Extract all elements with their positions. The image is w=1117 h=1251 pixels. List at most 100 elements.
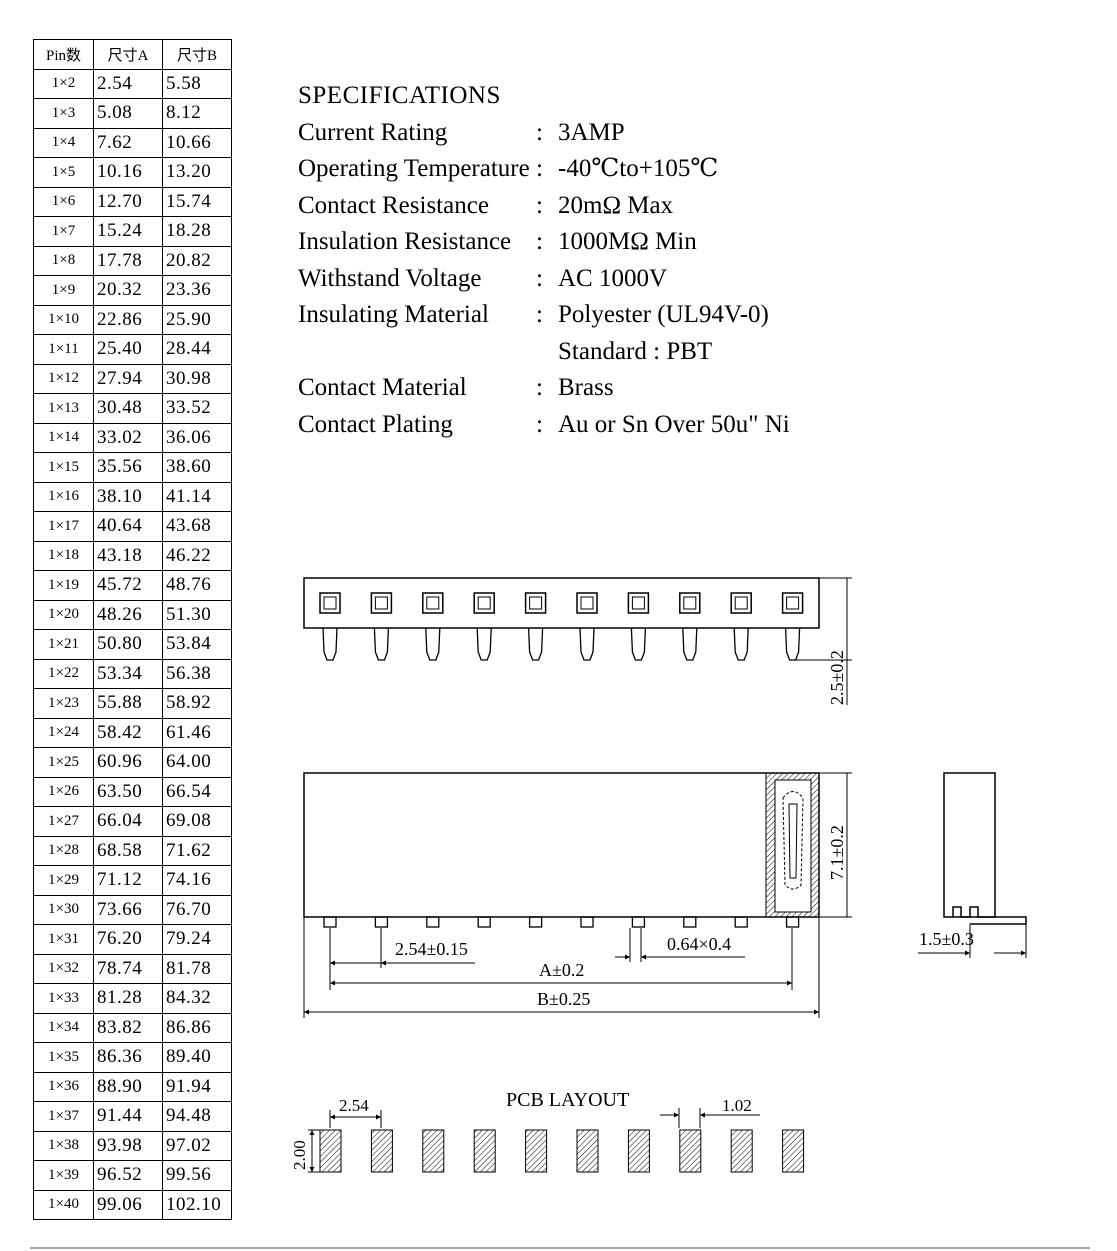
- spec-row: Contact Plating:Au or Sn Over 50u" Ni: [298, 407, 790, 444]
- front-pin: [528, 916, 543, 928]
- top-slot-outer: [422, 592, 444, 614]
- top-slot-inner: [426, 596, 440, 610]
- cell-dimension-b: 102.10: [162, 1189, 232, 1220]
- cell-dimension-a: 99.06: [93, 1189, 163, 1220]
- front-pin: [734, 916, 748, 928]
- cell-dimension-b: 58.92: [162, 688, 232, 719]
- front-pin: [683, 916, 697, 928]
- cell-pin-count: 1×23: [33, 688, 94, 719]
- cell-pin-count: 1×40: [33, 1189, 94, 1220]
- front-view: 7.1±0.2 2.54±0.15 0.64×0.4 A±0.2 B±0.25: [303, 772, 852, 1018]
- spec-colon: :: [536, 410, 543, 438]
- spec-colon: :: [536, 191, 543, 219]
- cell-dimension-b: 30.98: [162, 363, 232, 394]
- front-section-cavity: [774, 779, 812, 913]
- specifications-title: SPECIFICATIONS: [298, 82, 501, 109]
- cell-dimension-a: 22.86: [93, 304, 163, 335]
- top-slot-inner: [734, 596, 748, 610]
- cell-dimension-a: 30.48: [93, 393, 163, 424]
- spec-row: Contact Material:Brass: [298, 370, 790, 407]
- cell-dimension-b: 71.62: [162, 835, 232, 866]
- top-lead: [322, 627, 338, 661]
- cell-dimension-a: 73.66: [93, 894, 163, 925]
- cell-dimension-a: 88.90: [93, 1071, 163, 1102]
- cell-pin-count: 1×14: [33, 422, 94, 453]
- front-view-body: [303, 772, 820, 918]
- pitch-label: 2.54±0.15: [395, 939, 468, 959]
- front-pin: [631, 916, 646, 928]
- spec-label: Current Rating: [298, 118, 448, 146]
- cell-dimension-b: 86.86: [162, 1012, 232, 1043]
- spec-label: Insulating Material: [298, 301, 489, 328]
- spec-colon: :: [536, 118, 543, 146]
- spec-row: Insulation Resistance:1000MΩ Min: [298, 224, 790, 261]
- header-dimension-b: 尺寸B: [162, 39, 232, 70]
- front-pin: [785, 916, 800, 928]
- top-slot-outer: [730, 592, 752, 614]
- side-view-lead: [952, 906, 1027, 925]
- top-slot-inner: [374, 596, 388, 610]
- b-dim-label: B±0.25: [537, 989, 590, 1009]
- cell-dimension-a: 63.50: [93, 776, 163, 807]
- spec-label: Contact Plating: [298, 410, 453, 438]
- top-view: 2.5±0.2: [303, 577, 852, 705]
- top-slot-inner: [580, 596, 594, 610]
- table-header-row: Pin数 尺寸A 尺寸B: [33, 39, 232, 70]
- pcb-layout: PCB LAYOUT 2.54 1.02 2.00: [290, 1089, 805, 1173]
- cell-pin-count: 1×26: [33, 776, 94, 807]
- top-lead: [579, 627, 595, 661]
- cell-dimension-b: 8.12: [162, 98, 232, 129]
- cell-pin-count: 1×39: [33, 1160, 94, 1191]
- spec-row: Current Rating:3AMP: [298, 115, 790, 152]
- cell-dimension-b: 94.48: [162, 1101, 232, 1132]
- cell-dimension-a: 53.34: [93, 658, 163, 689]
- header-dimension-a: 尺寸A: [93, 39, 163, 70]
- cell-dimension-a: 48.26: [93, 599, 163, 630]
- cell-pin-count: 1×22: [33, 658, 94, 689]
- cell-dimension-b: 43.68: [162, 511, 232, 542]
- cell-pin-count: 1×10: [33, 304, 94, 335]
- top-slot-outer: [524, 592, 547, 614]
- cell-pin-count: 1×24: [33, 717, 94, 748]
- cell-dimension-b: 99.56: [162, 1160, 232, 1191]
- pcb-pad: [627, 1129, 650, 1173]
- cell-pin-count: 1×4: [33, 127, 94, 158]
- top-view-body: [303, 577, 820, 629]
- spec-value: 20mΩ Max: [558, 191, 674, 219]
- spec-row: Contact Resistance:20mΩ Max: [298, 188, 790, 225]
- spec-label: Operating Temperature: [298, 155, 530, 182]
- top-slot-outer: [576, 592, 598, 614]
- top-slot-outer: [781, 592, 804, 614]
- cell-dimension-b: 33.52: [162, 393, 232, 424]
- cell-pin-count: 1×37: [33, 1101, 94, 1132]
- top-lead: [682, 627, 698, 661]
- top-lead: [733, 627, 749, 661]
- cell-dimension-b: 10.66: [162, 127, 232, 158]
- cell-dimension-a: 81.28: [93, 983, 163, 1014]
- cell-dimension-a: 5.08: [93, 98, 163, 129]
- spec-value: Brass: [558, 374, 614, 401]
- spec-label: Insulation Resistance: [298, 228, 512, 255]
- cell-dimension-a: 91.44: [93, 1101, 163, 1132]
- pcb-pad: [473, 1129, 496, 1173]
- cell-dimension-a: 7.62: [93, 127, 163, 158]
- cell-dimension-a: 71.12: [93, 865, 163, 896]
- pcb-pad: [576, 1129, 599, 1173]
- cell-dimension-b: 97.02: [162, 1130, 232, 1161]
